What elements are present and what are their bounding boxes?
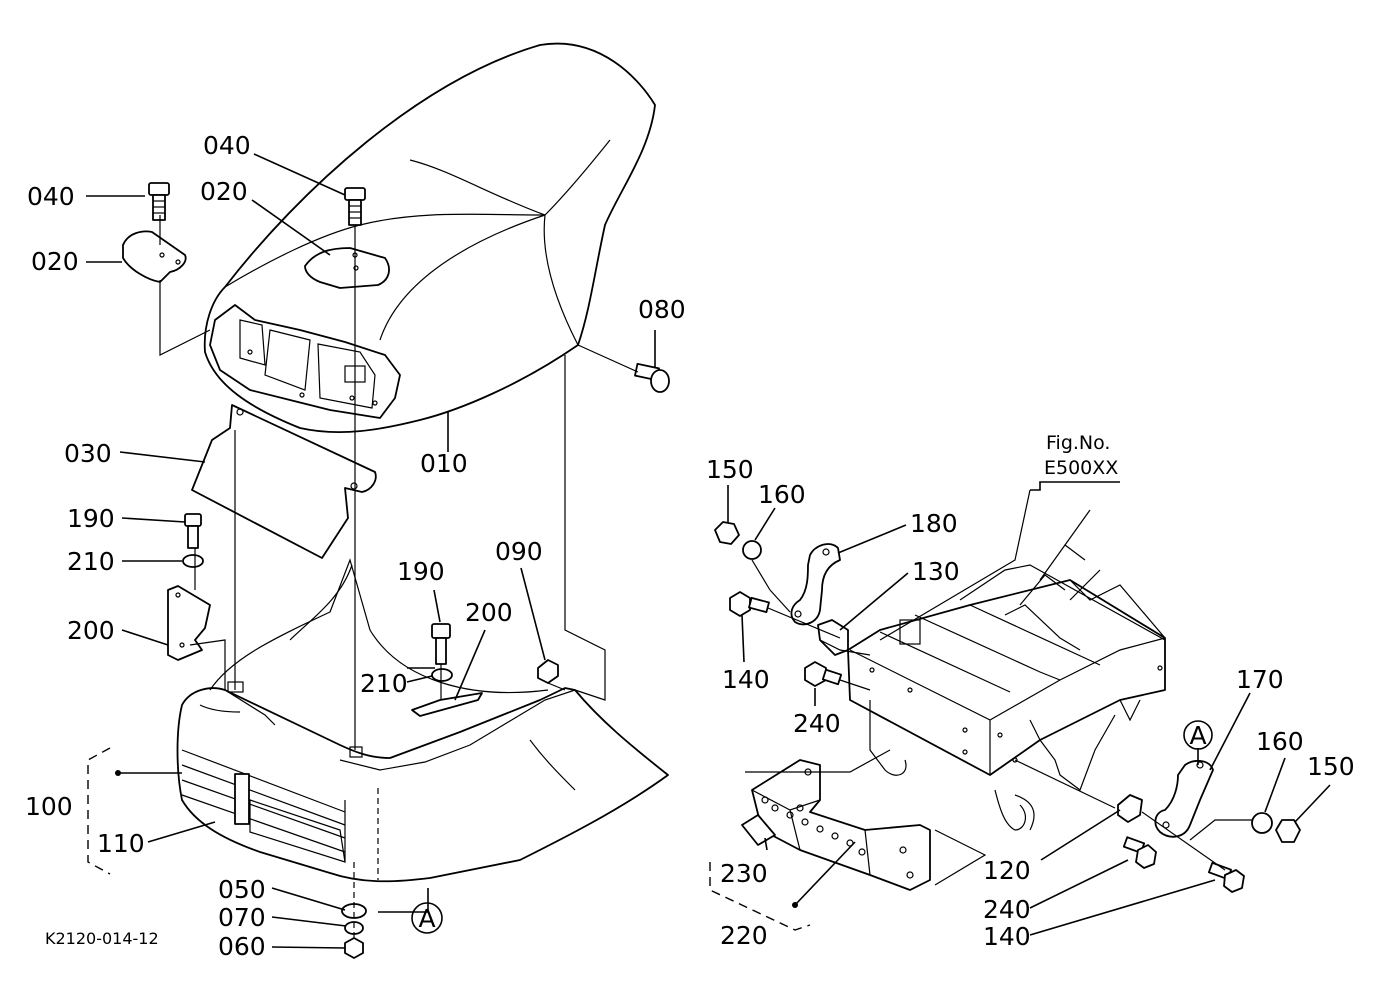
figure-ref-line1: Fig.No.	[1046, 432, 1110, 454]
callout-040-right: 040	[203, 131, 251, 160]
nut-150-right	[1275, 819, 1301, 843]
callout-020-left: 020	[31, 247, 79, 276]
drawing-id: K2120-014-12	[45, 929, 159, 948]
washer-210-right	[431, 668, 453, 682]
bracket-plate-020-right	[304, 247, 390, 289]
bolt-190-right	[431, 623, 451, 665]
leader-lines-left	[159, 215, 639, 942]
callout-180: 180	[910, 509, 958, 538]
leader-lines-right	[745, 489, 1252, 886]
bolt-140-left	[729, 591, 770, 617]
callout-210-left: 210	[67, 547, 115, 576]
callout-090: 090	[495, 537, 543, 566]
callout-020-right: 020	[200, 177, 248, 206]
callout-210-right: 210	[360, 669, 408, 698]
marker-a-right-circle	[1183, 720, 1213, 750]
callout-030: 030	[64, 439, 112, 468]
callout-240-right: 240	[983, 895, 1031, 924]
block-230	[741, 814, 776, 846]
front-grille-lower-part	[176, 558, 669, 883]
callout-220: 220	[720, 921, 768, 950]
callout-130: 130	[912, 557, 960, 586]
bolt-040-right	[344, 187, 366, 226]
clip-130	[817, 619, 849, 656]
callout-leaders-left	[86, 153, 656, 949]
frame-part	[847, 509, 1166, 831]
callout-080: 080	[638, 295, 686, 324]
callout-190-left: 190	[67, 504, 115, 533]
bolt-080	[634, 362, 670, 393]
callout-160-right: 160	[1256, 727, 1304, 756]
callout-050: 050	[218, 875, 266, 904]
callout-070: 070	[218, 903, 266, 932]
callout-150-right: 150	[1307, 752, 1355, 781]
marker-a-left: A	[418, 904, 435, 933]
bracket-200-left	[167, 585, 211, 661]
nut-090	[537, 659, 559, 684]
callout-200-left: 200	[67, 616, 115, 645]
bracket-200-right	[411, 692, 483, 717]
callout-120: 120	[983, 856, 1031, 885]
nut-150-left	[714, 521, 740, 545]
callout-100: 100	[25, 792, 73, 821]
marker-a-right: A	[1189, 721, 1206, 750]
bolt-040-left	[148, 182, 170, 221]
callout-160-left: 160	[758, 480, 806, 509]
marker-a-left-circle	[411, 902, 443, 934]
bracket-100-dashed	[87, 747, 111, 875]
bolt-190-left	[184, 513, 202, 549]
figure-ref-line2: E500XX	[1044, 457, 1118, 479]
callout-110: 110	[97, 829, 145, 858]
callout-dot-100	[115, 770, 121, 776]
nut-060	[344, 937, 364, 959]
hood-part	[203, 42, 656, 434]
callout-040-left: 040	[27, 182, 75, 211]
washer-210-left	[182, 554, 204, 568]
callout-140-right: 140	[983, 922, 1031, 951]
bolt-140-right	[1207, 861, 1245, 893]
callout-200-right: 200	[465, 598, 513, 627]
callout-170: 170	[1236, 665, 1284, 694]
callout-leaders-right	[727, 481, 1331, 936]
callout-010: 010	[420, 449, 468, 478]
bracket-plate-020-left	[122, 230, 187, 283]
callout-060: 060	[218, 932, 266, 961]
clamp-170	[1154, 759, 1214, 838]
callout-230: 230	[720, 859, 768, 888]
plate-030	[191, 404, 377, 559]
callout-190-right: 190	[397, 557, 445, 586]
callout-240-left: 240	[793, 709, 841, 738]
callout-150-left: 150	[706, 455, 754, 484]
washer-160-left	[742, 540, 762, 560]
clip-120	[1117, 794, 1143, 823]
bolt-240-left	[804, 661, 843, 687]
clamp-180	[790, 543, 841, 626]
step-bracket-220	[751, 759, 931, 891]
washer-160-right	[1251, 812, 1273, 834]
bolt-240-right	[1122, 836, 1157, 869]
callout-140-left: 140	[722, 665, 770, 694]
